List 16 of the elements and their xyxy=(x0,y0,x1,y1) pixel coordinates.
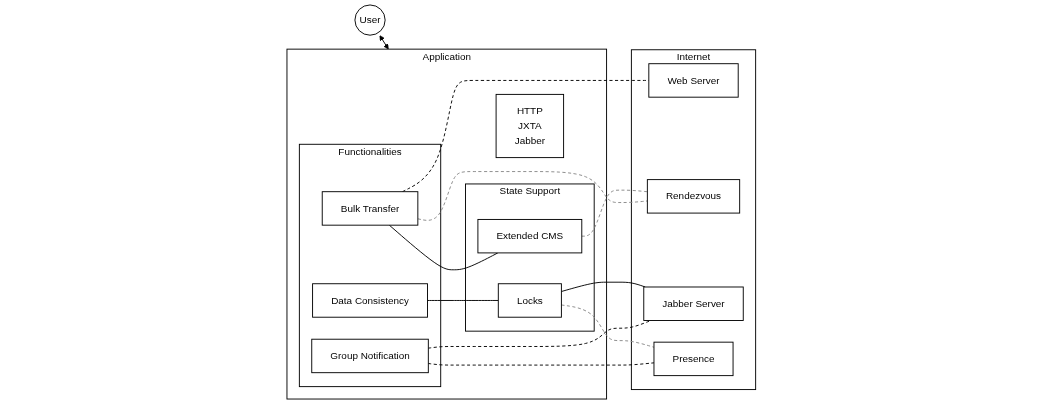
connector xyxy=(389,224,499,271)
node-box: Web Server xyxy=(648,63,739,98)
node-box: Group Notification xyxy=(311,338,429,374)
node-box: Presence xyxy=(653,341,734,377)
connector xyxy=(561,281,646,292)
node-box: Locks xyxy=(498,283,563,318)
node-box: HTTP JXTA Jabber xyxy=(495,93,565,159)
node-box: Rendezvous xyxy=(647,179,741,214)
arrow xyxy=(379,35,389,50)
node-circle: User xyxy=(354,4,386,36)
connector xyxy=(581,189,648,237)
node-box: Jabber Server xyxy=(643,286,744,321)
node-box: Extended CMS xyxy=(477,218,583,254)
connector xyxy=(427,300,499,301)
node-box: Data Consistency xyxy=(312,283,429,318)
node-box: Bulk Transfer xyxy=(321,191,419,226)
